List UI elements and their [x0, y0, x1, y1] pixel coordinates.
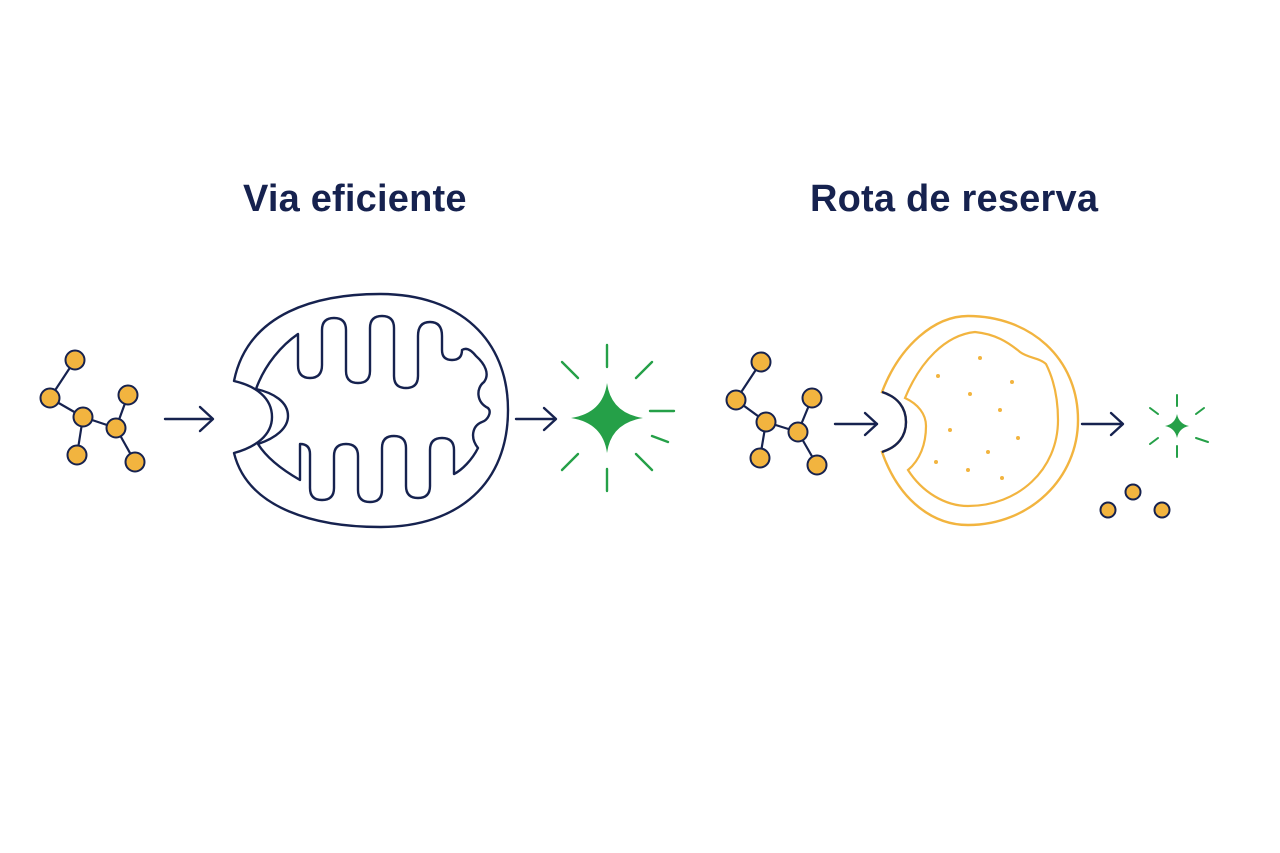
glucose-molecule-left-icon [39, 349, 146, 473]
arrow-right-icon [514, 406, 558, 432]
cytoplasm-cell-icon [880, 314, 1080, 527]
glucose-molecule-right-icon [725, 351, 828, 476]
title-efficient-pathway: Via eficiente [243, 178, 467, 220]
arrow-right-icon [1080, 411, 1125, 437]
mitochondrion-icon [232, 292, 510, 529]
energy-sparkle-large-icon [560, 343, 676, 493]
title-backup-route: Rota de reserva [810, 178, 1099, 220]
arrow-right-icon [833, 411, 879, 437]
cytoplasm-dots [934, 356, 1020, 480]
lactate-byproduct-icon [1099, 483, 1171, 519]
energy-sparkle-small-icon [1149, 394, 1209, 458]
arrow-right-icon [163, 405, 215, 433]
